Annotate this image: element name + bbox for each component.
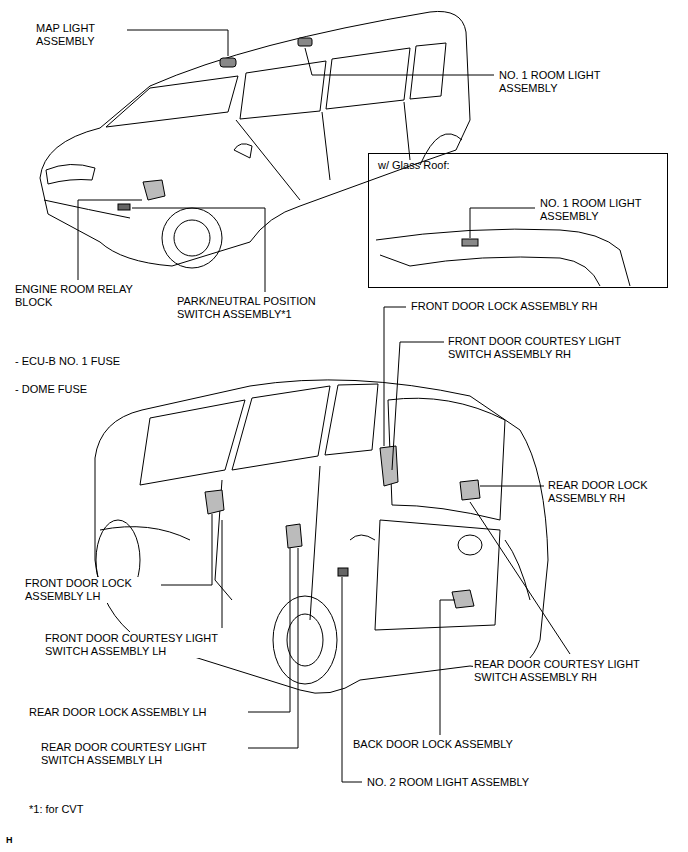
top-car bbox=[40, 11, 470, 268]
part-label: NO. 1 ROOM LIGHT ASSEMBLY bbox=[498, 69, 630, 95]
part-label: *1: for CVT bbox=[28, 803, 84, 816]
part-label: FRONT DOOR LOCK ASSEMBLY LH bbox=[24, 577, 161, 603]
part-label: ENGINE ROOM RELAY BLOCK bbox=[14, 283, 161, 309]
part-label: - ECU-B NO. 1 FUSE bbox=[14, 355, 121, 368]
part-label: BACK DOOR LOCK ASSEMBLY bbox=[352, 738, 514, 751]
inset-heading: w/ Glass Roof: bbox=[378, 159, 450, 172]
part-label: FRONT DOOR COURTESY LIGHT SWITCH ASSEMBL… bbox=[447, 335, 649, 361]
leader-lines bbox=[78, 30, 494, 292]
part-label: NO. 2 ROOM LIGHT ASSEMBLY bbox=[366, 776, 530, 789]
part-label: FRONT DOOR LOCK ASSEMBLY RH bbox=[410, 300, 598, 313]
part-label: PARK/NEUTRAL POSITION SWITCH ASSEMBLY*1 bbox=[176, 295, 353, 321]
page-code: H bbox=[5, 834, 14, 847]
part-label: - DOME FUSE bbox=[14, 383, 88, 396]
part-label: NO. 1 ROOM LIGHT ASSEMBLY bbox=[540, 197, 662, 223]
part-label: MAP LIGHT ASSEMBLY bbox=[35, 22, 127, 48]
inset-box: w/ Glass Roof: NO. 1 ROOM LIGHT ASSEMBLY bbox=[368, 153, 668, 288]
part-label: REAR DOOR COURTESY LIGHT SWITCH ASSEMBLY… bbox=[40, 741, 242, 767]
part-label: REAR DOOR LOCK ASSEMBLY LH bbox=[28, 706, 207, 719]
part-label: FRONT DOOR COURTESY LIGHT SWITCH ASSEMBL… bbox=[44, 632, 246, 658]
part-label: REAR DOOR LOCK ASSEMBLY RH bbox=[547, 479, 674, 505]
part-label: REAR DOOR COURTESY LIGHT SWITCH ASSEMBLY… bbox=[473, 658, 667, 684]
